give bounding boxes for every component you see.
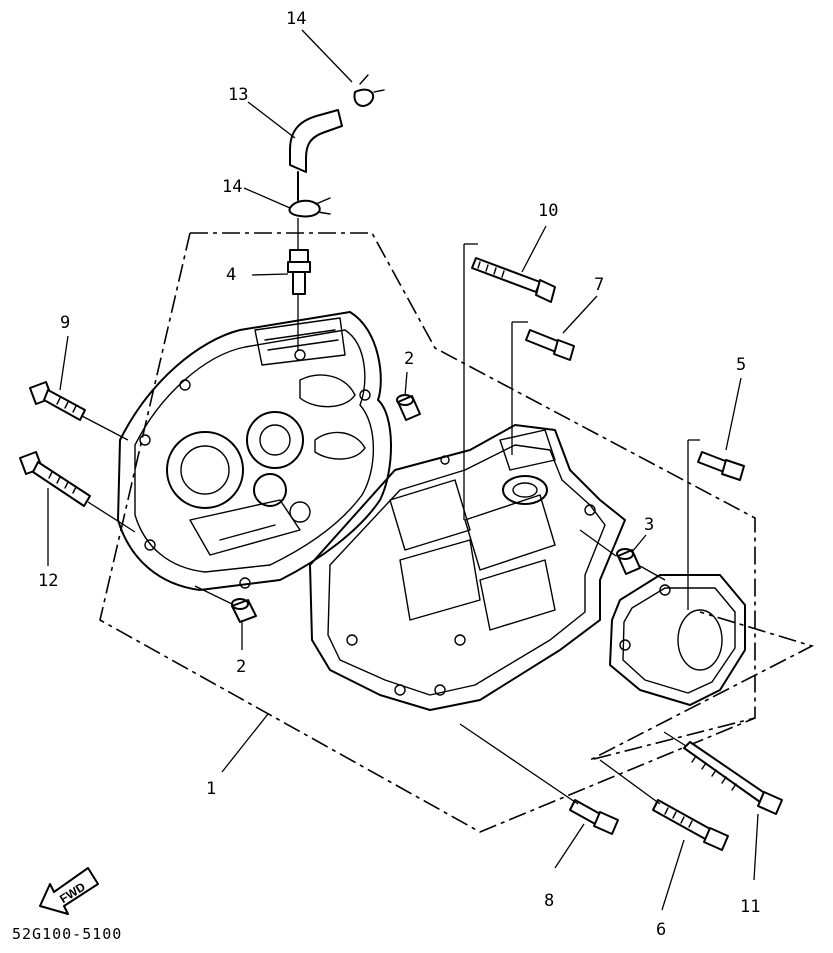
drawing-code: 52G100-5100 xyxy=(12,925,122,943)
leader-3-cover xyxy=(639,565,666,581)
bolt-7 xyxy=(525,329,575,361)
dowel-pin-3 xyxy=(616,548,641,575)
callout-11: 11 xyxy=(740,897,760,917)
callout-9: 9 xyxy=(60,313,70,333)
bolt-6 xyxy=(652,799,729,851)
leader-3-part xyxy=(579,529,617,557)
assembly-boundary-dashed-left xyxy=(99,232,756,833)
breather-fitting xyxy=(287,218,311,350)
hose-clip-top xyxy=(353,74,385,107)
callout-5: 5 xyxy=(736,355,746,375)
leader-1 xyxy=(221,713,269,773)
callout-8: 8 xyxy=(544,891,554,911)
callout-3: 3 xyxy=(644,515,654,535)
leader-9-part xyxy=(81,415,129,441)
leader-6 xyxy=(661,839,685,911)
bolt-12 xyxy=(19,451,91,507)
leader-14-top xyxy=(301,29,353,83)
bolt-8 xyxy=(569,799,619,835)
leader-2-lower-part xyxy=(194,585,233,605)
fwd-arrow-icon: FWD xyxy=(39,867,99,915)
right-crankcase-half xyxy=(309,424,626,711)
callout-2-upper: 2 xyxy=(404,349,414,369)
leader-7 xyxy=(562,295,598,334)
leader-14-lower xyxy=(243,187,291,209)
leader-6-part xyxy=(599,759,661,805)
callout-12: 12 xyxy=(38,571,58,591)
leader-3 xyxy=(631,534,647,553)
callout-14-top: 14 xyxy=(286,9,306,29)
leader-11 xyxy=(753,813,759,881)
leader-4 xyxy=(251,273,289,276)
callout-13: 13 xyxy=(228,85,248,105)
leader-2-upper xyxy=(404,371,408,397)
dowel-pin-lower xyxy=(231,598,257,623)
leader-8-part xyxy=(459,723,579,805)
leader-12-part xyxy=(87,501,136,533)
fwd-label: FWD xyxy=(57,879,88,906)
callout-4: 4 xyxy=(226,265,236,285)
callout-6: 6 xyxy=(656,920,666,940)
callout-14-lower: 14 xyxy=(222,177,242,197)
breather-hose xyxy=(289,109,343,201)
left-crankcase-half xyxy=(117,311,392,591)
side-cover xyxy=(609,574,746,706)
dowel-pin-upper xyxy=(396,394,421,421)
callout-2-lower: 2 xyxy=(236,657,246,677)
callout-10: 10 xyxy=(538,201,558,221)
leader-10 xyxy=(521,225,547,273)
leader-5 xyxy=(725,377,742,451)
assembly-boundary-dashed xyxy=(190,232,815,761)
bolt-10 xyxy=(471,257,556,303)
callout-1: 1 xyxy=(206,779,216,799)
leader-11-part xyxy=(663,731,687,747)
bolt-5 xyxy=(697,451,745,481)
bolt-11 xyxy=(683,741,783,815)
bolt-9 xyxy=(29,381,86,421)
leader-8 xyxy=(554,823,585,869)
callout-7: 7 xyxy=(594,275,604,295)
leader-9 xyxy=(59,335,69,391)
leader-13 xyxy=(247,101,296,139)
hose-clip-lower xyxy=(288,197,331,218)
